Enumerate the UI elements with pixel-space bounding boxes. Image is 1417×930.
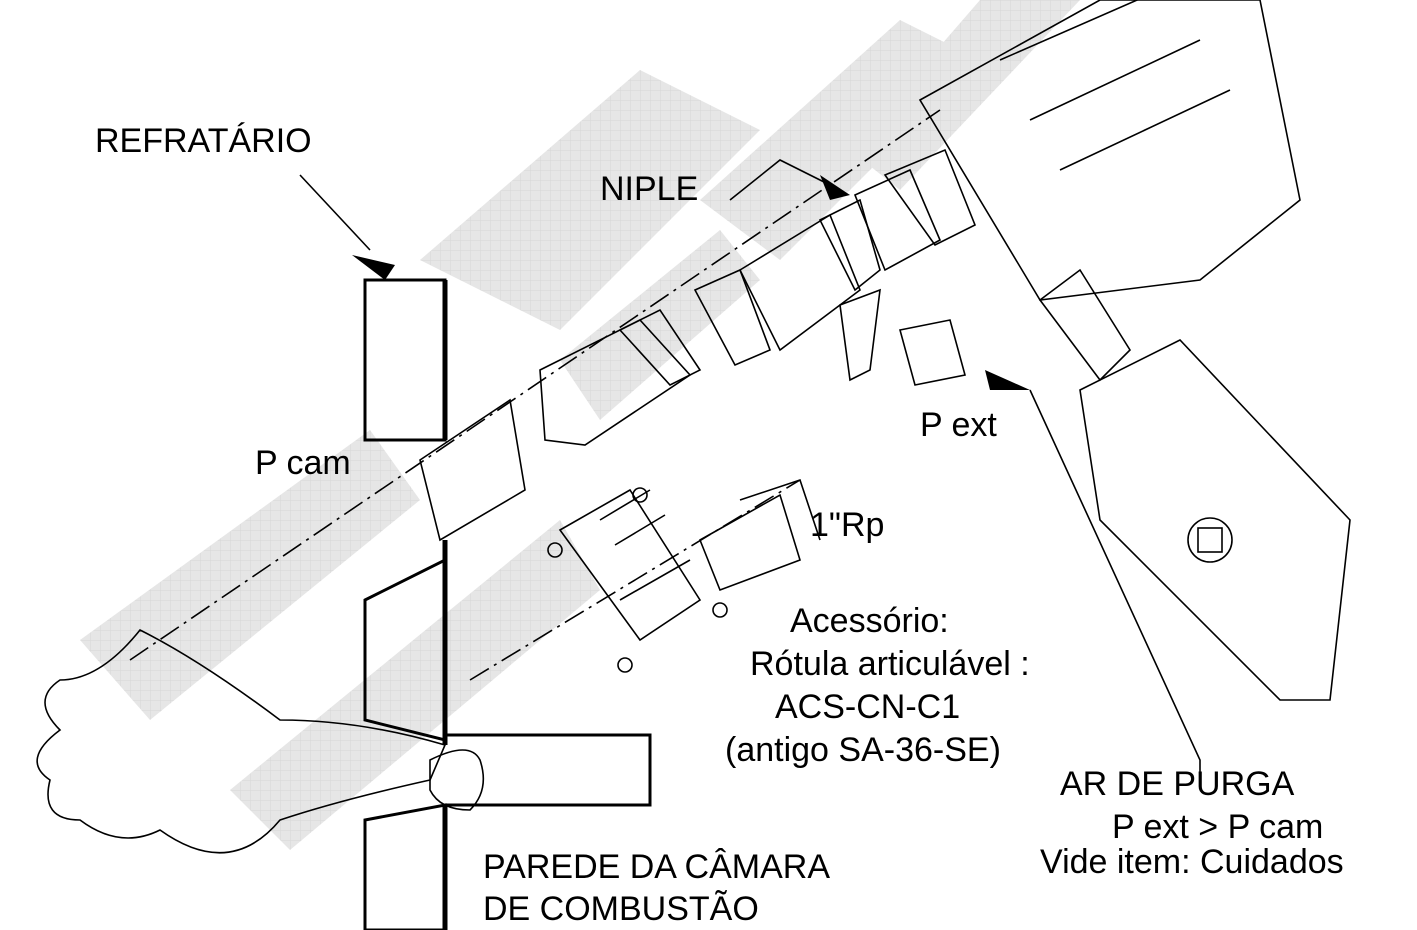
label-refratario: REFRATÁRIO bbox=[95, 122, 312, 160]
label-purga: AR DE PURGA bbox=[1060, 765, 1295, 803]
purge-plug bbox=[899, 319, 1201, 780]
label-purga-note: Vide item: Cuidados bbox=[1040, 843, 1344, 881]
swivel-accessory bbox=[547, 478, 821, 673]
refractory-wall bbox=[352, 255, 448, 930]
label-purga-condition: P ext > P cam bbox=[1112, 808, 1323, 846]
label-p-cam: P cam bbox=[255, 444, 351, 482]
label-niple: NIPLE bbox=[600, 170, 698, 208]
watermark bbox=[80, 0, 1080, 850]
label-acessorio-old: (antigo SA-36-SE) bbox=[725, 731, 1001, 769]
label-acessorio-desc: Rótula articulável : bbox=[750, 645, 1030, 683]
sight-tube bbox=[129, 109, 977, 681]
label-rp: 1"Rp bbox=[810, 506, 884, 544]
label-acessorio-code: ACS-CN-C1 bbox=[775, 688, 960, 726]
leader-lines bbox=[299, 159, 850, 251]
sensor-head bbox=[918, 0, 1351, 701]
label-p-ext: P ext bbox=[920, 406, 997, 444]
label-acessorio-title: Acessório: bbox=[790, 602, 949, 640]
combustion-flame bbox=[36, 628, 652, 854]
label-parede-2: DE COMBUSTÃO bbox=[483, 890, 759, 928]
label-parede-1: PAREDE DA CÂMARA bbox=[483, 848, 830, 886]
